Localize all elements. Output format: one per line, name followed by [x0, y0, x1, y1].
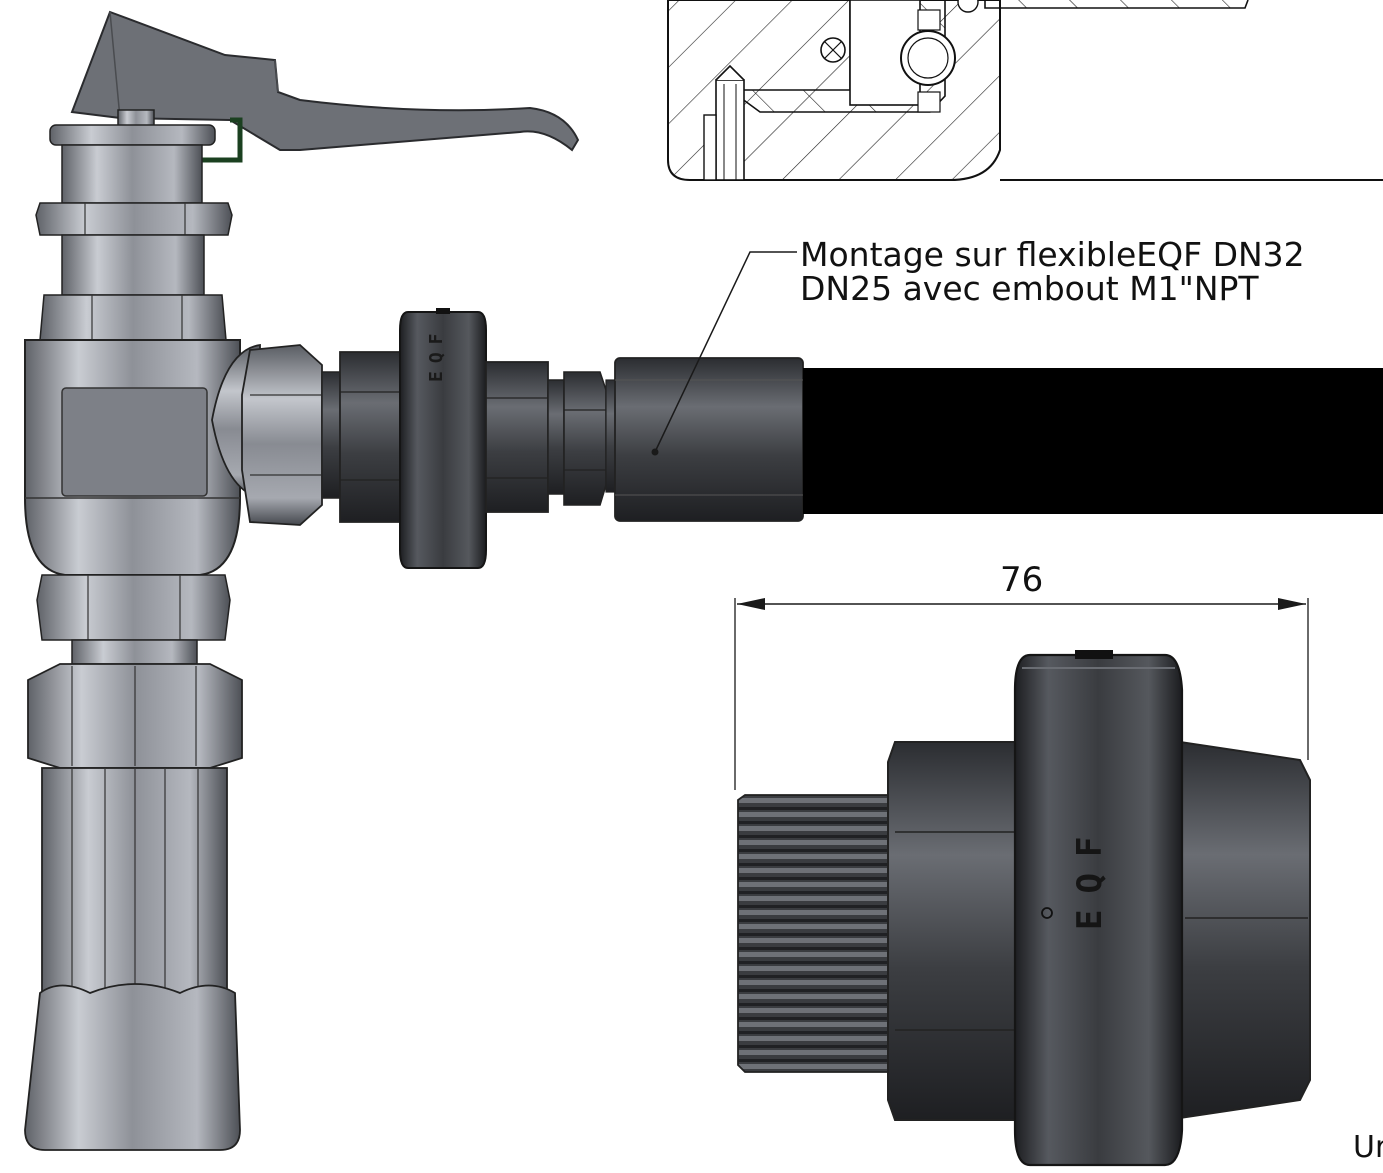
section-view — [667, 0, 1383, 181]
callout-leader — [651, 251, 797, 456]
callout-line-1: Montage sur flexibleEQF DN32 — [800, 235, 1305, 274]
corner-text: Ur — [1353, 1130, 1383, 1165]
black-hose — [803, 368, 1383, 514]
eqf-marking-large: EQF — [1070, 820, 1110, 930]
eqf-marking-small: EQF — [426, 325, 447, 382]
dimension-value: 76 — [1000, 560, 1044, 600]
lever-handle — [70, 10, 580, 152]
eqf-ring-small — [399, 311, 487, 569]
valve-assembly — [24, 10, 580, 1151]
eqf-ring-large — [1013, 653, 1184, 1167]
coupling-detail — [737, 650, 1311, 1167]
horizontal-coupling-line — [211, 308, 1383, 569]
dimension-76 — [734, 598, 1309, 790]
callout-line-2: DN25 avec embout M1"NPT — [800, 269, 1259, 308]
